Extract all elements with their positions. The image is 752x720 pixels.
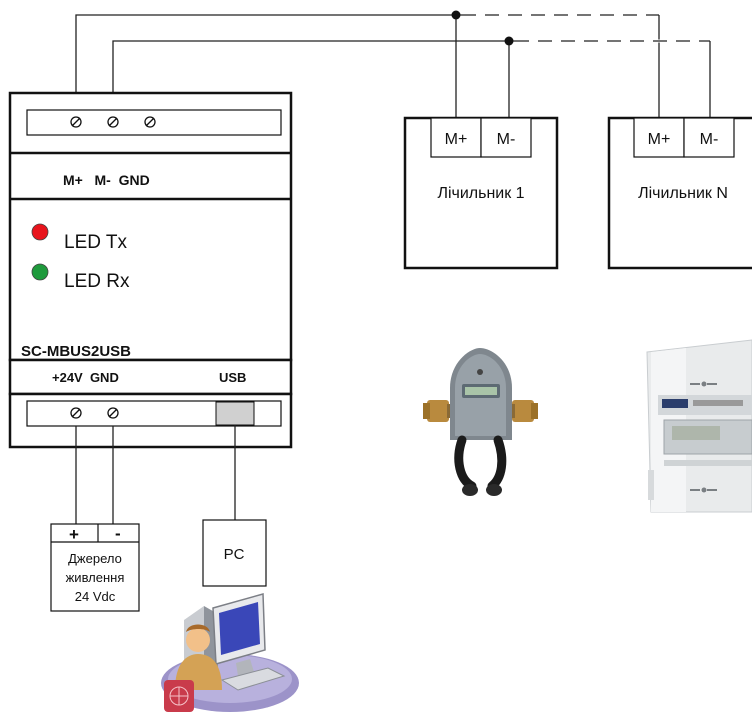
pc-label: PC bbox=[224, 546, 245, 563]
led-tx-label: LED Tx bbox=[64, 232, 128, 253]
meter-1: M+ M- Лічильник 1 bbox=[403, 116, 559, 270]
pc-box: PC bbox=[202, 519, 267, 587]
meter1-name: Лічильник 1 bbox=[437, 185, 524, 202]
power-supply: + - Джерело живлення 24 Vdc bbox=[50, 523, 140, 612]
power-supply-name-1: Джерело bbox=[68, 551, 122, 566]
power-plus-label: + bbox=[69, 525, 79, 544]
meterN-mplus-label: M+ bbox=[648, 131, 671, 148]
led-tx-indicator bbox=[31, 223, 49, 241]
meter1-mminus-label: M- bbox=[497, 131, 516, 148]
device-model-label: SC-MBUS2USB bbox=[21, 343, 131, 360]
usb-label: USB bbox=[219, 370, 246, 385]
screw-terminal-icon bbox=[70, 116, 156, 128]
converter-device: M+ M- GND LED Tx LED Rx SC-MBUS2USB +24V… bbox=[8, 91, 293, 449]
power-supply-name-2: живлення bbox=[66, 570, 125, 585]
heat-meter-photo bbox=[423, 348, 538, 496]
meter-n: M+ M- Лічильник N bbox=[607, 116, 752, 270]
bus-terminal-strip bbox=[26, 109, 282, 136]
meterN-mminus-label: M- bbox=[700, 131, 719, 148]
junction-dot-mplus bbox=[451, 10, 461, 20]
screw-terminal-icon bbox=[70, 407, 119, 419]
power-minus-label: - bbox=[115, 524, 121, 543]
power-terminal-labels: +24V GND bbox=[52, 370, 119, 385]
din-electricity-meter-photo bbox=[646, 339, 752, 513]
computer-user-icon bbox=[161, 593, 299, 712]
dashed-continuation bbox=[462, 13, 705, 43]
bus-terminal-labels: M+ M- GND bbox=[63, 172, 150, 188]
power-and-usb-wires bbox=[75, 425, 236, 524]
led-rx-indicator bbox=[31, 263, 49, 281]
power-supply-voltage: 24 Vdc bbox=[75, 589, 116, 604]
meterN-name: Лічильник N bbox=[638, 185, 728, 202]
led-rx-label: LED Rx bbox=[64, 271, 130, 292]
junction-dot-mminus bbox=[504, 36, 514, 46]
meter1-mplus-label: M+ bbox=[445, 131, 468, 148]
usb-port bbox=[215, 401, 255, 426]
